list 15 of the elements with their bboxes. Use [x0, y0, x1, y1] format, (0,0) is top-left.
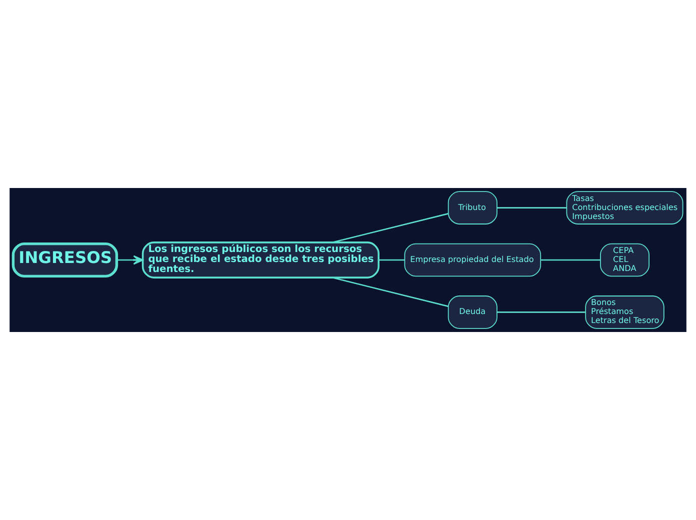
node-box: Empresa propiedad del Estado: [404, 243, 542, 277]
node-box: INGRESOS: [12, 242, 118, 278]
connector: [332, 276, 448, 307]
node-box: Tasas Contribuciones especiales Impuestos: [566, 191, 684, 224]
connector: [497, 207, 566, 208]
connector: [332, 213, 448, 244]
node-box: Los ingresos públicos son los recursos que recibe el estado desde tres posibles fuentes.: [142, 242, 380, 278]
node-box: Deuda: [448, 296, 498, 329]
node-box: CEPA CEL ANDA: [600, 243, 650, 277]
node-box: Bonos Préstamos Letras del Tesoro: [585, 296, 664, 329]
node-box: Tributo: [448, 191, 498, 224]
connector: [540, 259, 600, 261]
connector: [497, 312, 586, 313]
connector: [378, 259, 405, 261]
arrow: [116, 255, 144, 265]
